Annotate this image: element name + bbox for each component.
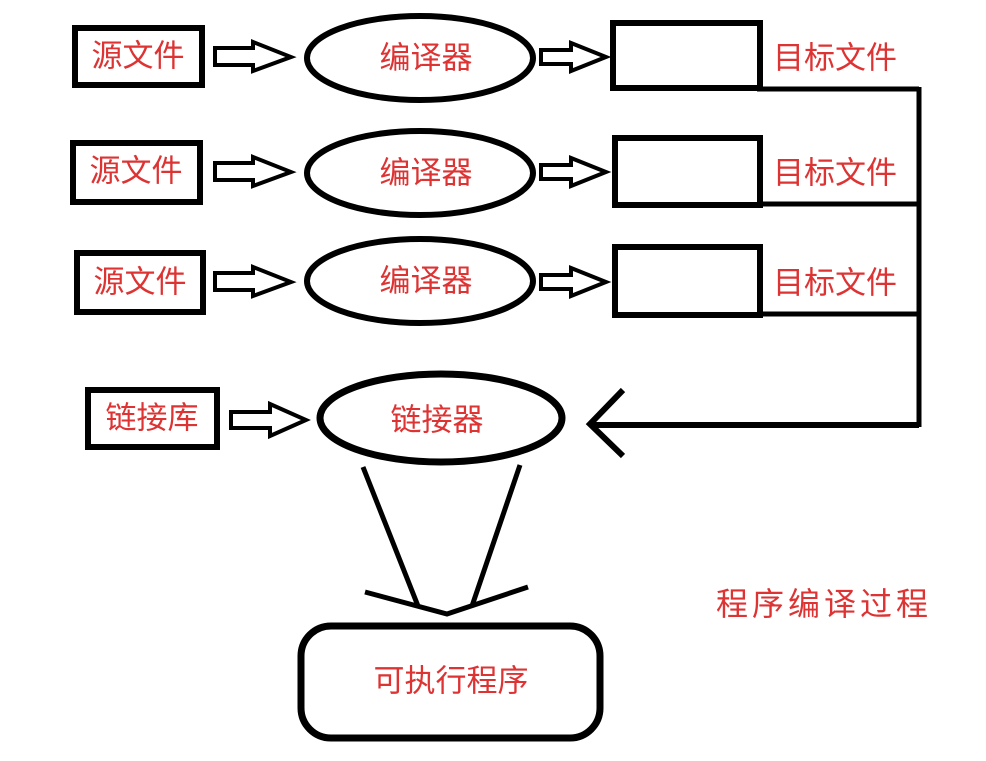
flow-arrow-right-icon-3a bbox=[213, 264, 297, 299]
compiler-ellipse-3 bbox=[304, 236, 536, 326]
funnel-line-right bbox=[469, 464, 523, 607]
compiler-ellipse-2 bbox=[304, 128, 536, 218]
merge-arrow-left-icon bbox=[585, 387, 626, 459]
diagram-title: 程序编译过程 bbox=[715, 585, 933, 623]
down-arrowhead-icon bbox=[364, 584, 529, 617]
flow-arrow-right-icon-3b bbox=[539, 265, 612, 299]
compiler-label-1: 编译器 bbox=[379, 40, 473, 77]
linker-ellipse bbox=[316, 370, 566, 466]
source-file-label-3: 源文件 bbox=[93, 264, 187, 301]
object-file-box-2 bbox=[612, 135, 763, 208]
source-file-label-1: 源文件 bbox=[91, 38, 185, 75]
compiler-label-3: 编译器 bbox=[379, 263, 473, 300]
compiler-ellipse-1 bbox=[304, 13, 536, 103]
source-file-label-2: 源文件 bbox=[89, 153, 183, 190]
linker-label: 链接器 bbox=[390, 402, 484, 439]
funnel-line-left bbox=[360, 466, 421, 607]
executable-box bbox=[297, 622, 604, 742]
object-file-box-3 bbox=[612, 244, 763, 318]
library-label: 链接库 bbox=[105, 400, 199, 437]
flow-arrow-right-icon-2a bbox=[213, 154, 297, 189]
source-file-box-1 bbox=[72, 25, 205, 88]
executable-label: 可执行程序 bbox=[373, 663, 529, 700]
library-box bbox=[85, 387, 220, 450]
source-file-box-2 bbox=[70, 140, 203, 205]
object-file-box-1 bbox=[610, 20, 763, 91]
object-file-label-3: 目标文件 bbox=[773, 265, 897, 302]
object-file-label-2: 目标文件 bbox=[773, 155, 897, 192]
object-file-label-1: 目标文件 bbox=[773, 40, 897, 77]
flow-arrow-right-icon-4 bbox=[229, 400, 311, 440]
source-file-box-3 bbox=[74, 250, 206, 315]
flow-arrow-right-icon-1a bbox=[213, 39, 297, 74]
flow-arrow-right-icon-1b bbox=[539, 40, 612, 74]
flow-arrow-right-icon-2b bbox=[539, 155, 612, 189]
compiler-label-2: 编译器 bbox=[379, 155, 473, 192]
